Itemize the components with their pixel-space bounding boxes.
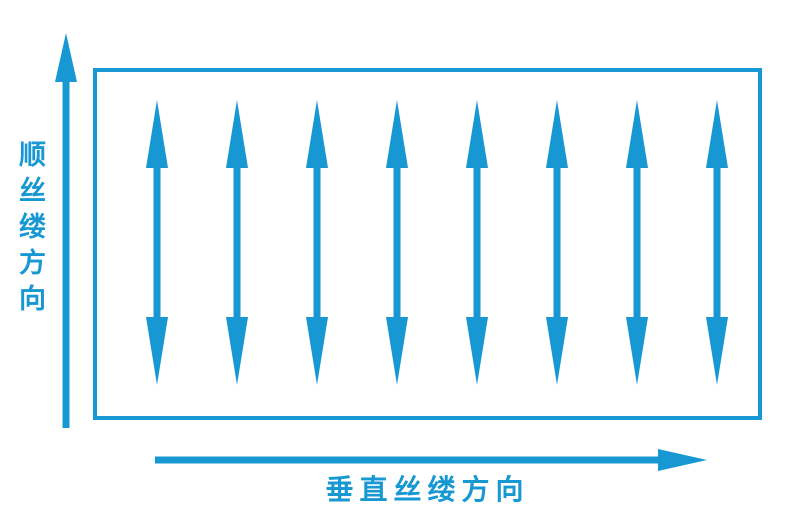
horizontal-axis-label: 垂直丝缕方向 [325,474,530,505]
double-arrow [306,100,328,385]
vertical-axis-label: 顺丝缕方向 [15,140,45,320]
double-arrow [226,100,248,385]
double-arrow [546,100,568,385]
horizontal-axis-arrow-icon [155,449,707,471]
double-arrow [386,100,408,385]
double-arrow [626,100,648,385]
vertical-axis-arrow-icon [55,33,77,428]
double-arrow [706,100,728,385]
fabric-panel-outline [93,68,762,420]
vertical-arrows-layer [146,100,728,385]
double-arrow [466,100,488,385]
double-arrow [146,100,168,385]
